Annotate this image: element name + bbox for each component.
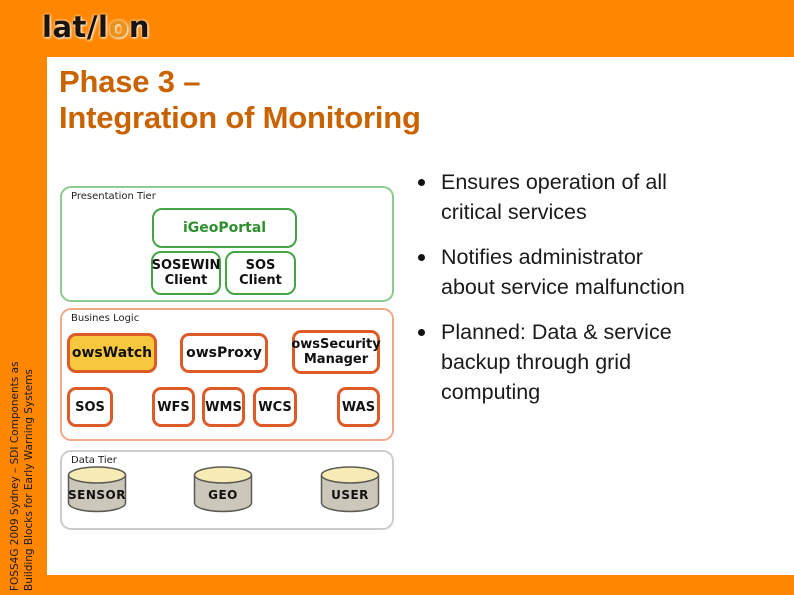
data-tier-label: Data Tier bbox=[71, 455, 117, 466]
bullet-line: Planned: Data & service bbox=[441, 320, 672, 344]
database-icon bbox=[193, 466, 253, 513]
list-item: Ensures operation of all critical servic… bbox=[418, 167, 783, 227]
bullet-icon bbox=[418, 329, 425, 336]
header-bar bbox=[0, 0, 794, 57]
left-border bbox=[0, 0, 47, 595]
footer-line1: FOSS4G 2009 Sydney – SDI Components as bbox=[9, 361, 21, 591]
bullet-text: Ensures operation of all critical servic… bbox=[441, 167, 667, 227]
box-owssecurity-manager: owsSecurity Manager bbox=[291, 330, 381, 374]
box-sos-client: SOS Client bbox=[225, 251, 296, 295]
bullet-icon bbox=[418, 179, 425, 186]
cylinder-geo-label: GEO bbox=[208, 488, 238, 502]
box-wcs: WCS bbox=[253, 387, 297, 427]
bullet-text: Planned: Data & service backup through g… bbox=[441, 317, 672, 407]
business-logic-label: Busines Logic bbox=[71, 313, 140, 324]
slide-title: Phase 3 – Integration of Monitoring bbox=[59, 64, 421, 136]
box-wms: WMS bbox=[202, 387, 245, 427]
box-igeoportal: iGeoPortal bbox=[152, 208, 297, 248]
bullet-line: computing bbox=[441, 380, 541, 404]
list-item: Planned: Data & service backup through g… bbox=[418, 317, 783, 407]
presentation-tier-label: Presentation Tier bbox=[71, 191, 156, 202]
bullet-line: backup through grid bbox=[441, 350, 632, 374]
bullet-icon bbox=[418, 254, 425, 261]
box-wfs: WFS bbox=[152, 387, 195, 427]
cylinder-user-label: USER bbox=[331, 488, 369, 502]
bullet-line: critical services bbox=[441, 200, 587, 224]
cylinder-geo: GEO bbox=[193, 466, 253, 514]
bottom-border bbox=[0, 575, 794, 595]
slide-title-line1: Phase 3 – bbox=[59, 64, 201, 99]
cylinder-user: USER bbox=[320, 466, 380, 514]
database-icon bbox=[320, 466, 380, 513]
latlon-logo: lat/lon bbox=[42, 10, 150, 44]
box-sosewin-client: SOSEWIN Client bbox=[151, 251, 221, 295]
box-owsproxy: owsProxy bbox=[180, 333, 268, 373]
database-icon bbox=[67, 466, 127, 513]
cylinder-sensor-label: SENSOR bbox=[68, 488, 126, 502]
footer-vertical-text: FOSS4G 2009 Sydney – SDI Components as B… bbox=[9, 333, 36, 591]
slide-title-line2: Integration of Monitoring bbox=[59, 100, 421, 135]
bullet-line: Notifies administrator bbox=[441, 245, 643, 269]
bullet-text: Notifies administrator about service mal… bbox=[441, 242, 685, 302]
box-sos: SOS bbox=[67, 387, 113, 427]
cylinder-sensor: SENSOR bbox=[67, 466, 127, 514]
box-owswatch: owsWatch bbox=[67, 333, 157, 373]
list-item: Notifies administrator about service mal… bbox=[418, 242, 783, 302]
logo-text-post: n bbox=[128, 10, 150, 44]
footer-line2: Building Blocks for Early Warning System… bbox=[22, 369, 35, 591]
bullet-list: Ensures operation of all critical servic… bbox=[418, 167, 783, 422]
logo-text-pre: lat/l bbox=[42, 10, 109, 44]
bullet-line: about service malfunction bbox=[441, 275, 685, 299]
box-was: WAS bbox=[337, 387, 380, 427]
logo-o-letter: o bbox=[108, 10, 129, 44]
bullet-line: Ensures operation of all bbox=[441, 170, 667, 194]
